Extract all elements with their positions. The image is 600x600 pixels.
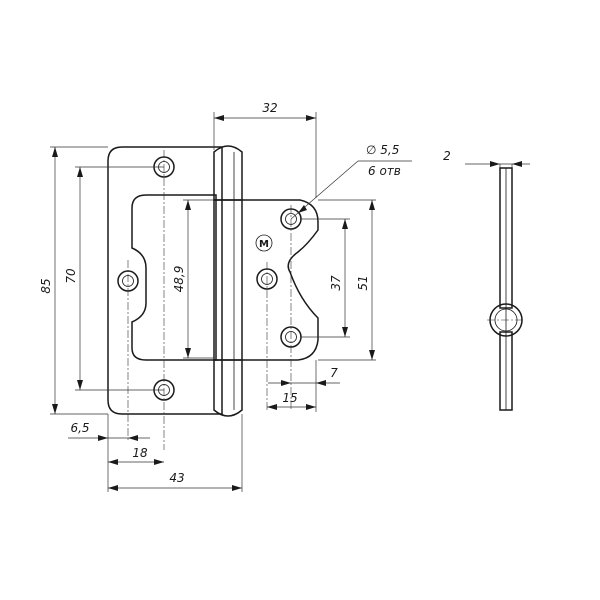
right-leaf: M [242, 199, 319, 361]
hole-diameter-label: ∅ 5,5 [366, 143, 399, 157]
dim-right-hole-offset-label: 7 [330, 366, 338, 380]
dim-thickness-label: 2 [443, 149, 451, 163]
dim-window-height-label: 48,9 [172, 266, 186, 293]
dim-total-height-label: 85 [39, 278, 53, 293]
left-leaf [107, 146, 223, 415]
dim-right-hole-edge: 15 [267, 391, 316, 410]
dim-top-width-label: 32 [262, 101, 277, 115]
hole-callout: ∅ 5,5 6 отв [290, 143, 412, 220]
dim-left-hole-offset-label: 18 [132, 446, 148, 460]
left-leaf-window [131, 194, 217, 361]
left-leaf-outline [107, 146, 223, 415]
side-view [489, 167, 523, 411]
dim-window-height: 48,9 [172, 200, 191, 358]
hole-count-label: 6 отв [368, 164, 401, 178]
dim-right-hole-offset: 7 [268, 366, 340, 386]
dim-total-width: 43 [108, 471, 242, 491]
dim-left-hole-offset: 18 [108, 446, 164, 465]
dim-total-width-label: 43 [169, 471, 184, 485]
dim-thickness: 2 [443, 149, 530, 167]
dim-right-hole-edge-label: 15 [282, 391, 297, 405]
dim-total-height: 85 [39, 147, 58, 414]
dim-hole-span-left-label: 70 [64, 268, 78, 284]
dim-left-hole-edge-label: 6,5 [70, 421, 89, 435]
dim-right-height: 51 [356, 200, 375, 360]
dim-right-hole-span: 37 [329, 219, 348, 337]
center-lines [127, 150, 525, 450]
right-leaf-outline [242, 199, 319, 361]
dim-right-height-label: 51 [356, 275, 370, 290]
hinge-knuckle [213, 145, 243, 417]
extension-lines [50, 112, 513, 492]
dim-hole-span-left: 70 [64, 167, 83, 390]
brand-logo-letter: M [259, 239, 269, 250]
dim-top-width: 32 [214, 101, 316, 121]
brand-logo: M [255, 234, 273, 252]
dim-left-hole-edge: 6,5 [68, 421, 150, 441]
dim-right-hole-span-label: 37 [329, 275, 343, 291]
